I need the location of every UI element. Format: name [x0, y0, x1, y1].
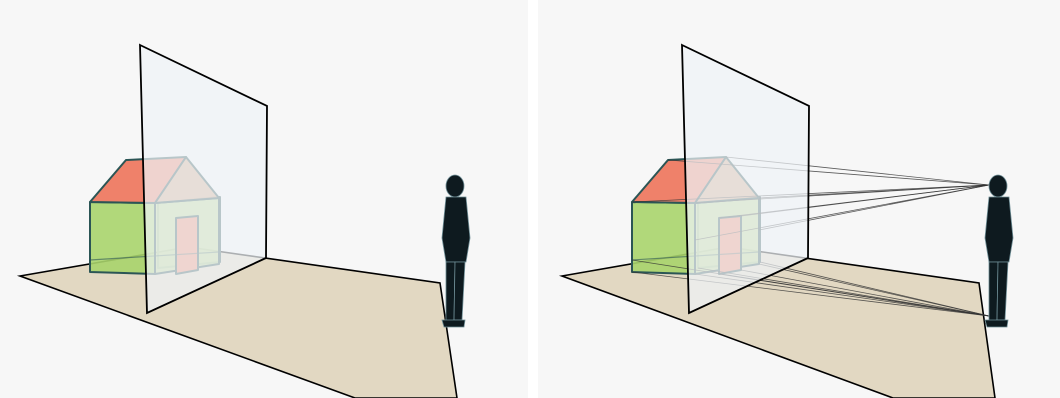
viewer-feet [985, 320, 1008, 327]
panel-house-plane-viewer [0, 0, 528, 398]
right-scene [538, 0, 1060, 398]
viewer-torso [985, 197, 1013, 262]
viewer-left-leg [989, 262, 998, 322]
viewer-feet [442, 320, 465, 327]
viewer-figure [985, 175, 1013, 327]
viewer-right-leg [997, 262, 1008, 320]
viewer-torso [442, 197, 470, 262]
viewer-figure [442, 175, 470, 327]
left-scene [0, 0, 528, 398]
viewer-right-leg [454, 262, 465, 320]
viewer-head [989, 175, 1007, 197]
viewer-left-leg [446, 262, 455, 322]
panel-sight-lines [538, 0, 1060, 398]
viewer-head [446, 175, 464, 197]
